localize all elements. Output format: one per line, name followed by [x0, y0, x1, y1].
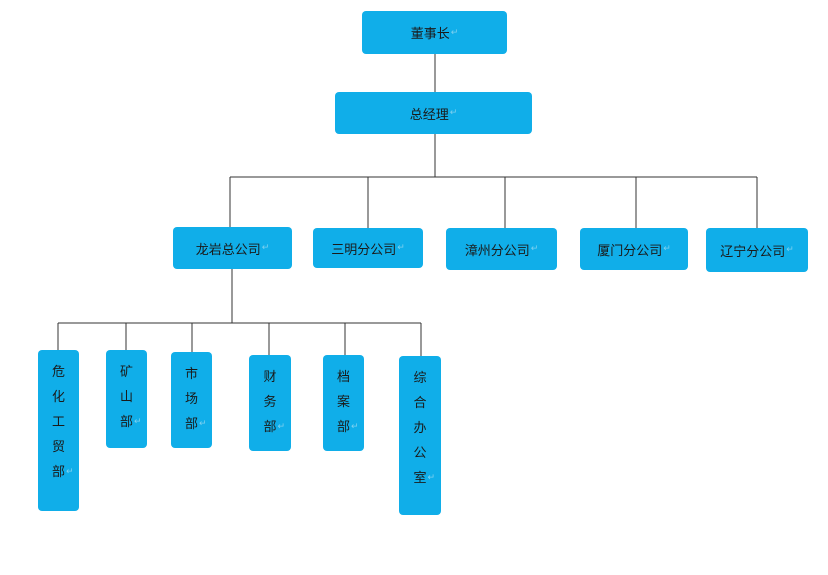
department-label-char: 部↵: [51, 465, 74, 480]
department-label-char: 山: [119, 390, 133, 405]
branch-longyan-box: 龙岩总公司↵: [173, 227, 292, 269]
department-label-char: 化: [51, 390, 65, 405]
dept-general-office-box: 综合办公室↵: [399, 356, 441, 515]
branch-xiamen-label: 厦门分公司: [597, 243, 663, 259]
department-label-char: 办: [413, 421, 427, 436]
department-label: 财务部↵: [263, 365, 286, 440]
branch-longyan-label: 龙岩总公司: [195, 242, 261, 258]
general-manager-box: 总经理↵: [335, 92, 532, 134]
department-label-char: 贸: [51, 440, 65, 455]
branch-liaoning-box: 辽宁分公司↵: [706, 228, 808, 272]
dept-mining-box: 矿山部↵: [106, 350, 147, 448]
department-label-char: 案: [336, 395, 350, 410]
department-label: 市场部↵: [184, 362, 207, 437]
department-label-char: 部↵: [336, 420, 359, 435]
department-label-char: 财: [263, 370, 277, 385]
branch-sanming-label: 三明分公司: [331, 242, 397, 258]
department-label-char: 部↵: [119, 415, 142, 430]
department-label-char: 部↵: [184, 417, 207, 432]
department-label-char: 务: [263, 395, 277, 410]
department-label: 档案部↵: [336, 365, 359, 440]
branch-zhangzhou-box: 漳州分公司↵: [446, 228, 557, 270]
department-label-char: 室↵: [413, 471, 436, 486]
department-label: 综合办公室↵: [413, 366, 436, 491]
branch-xiamen-box: 厦门分公司↵: [580, 228, 688, 270]
department-label-char: 公: [413, 446, 427, 461]
chairman-box: 董事长↵: [362, 11, 507, 54]
dept-hazardous-trade-box: 危化工贸部↵: [38, 350, 79, 511]
department-label-char: 工: [51, 415, 65, 430]
department-label-char: 综: [413, 371, 427, 386]
department-label-char: 档: [336, 370, 350, 385]
general-manager-label: 总经理: [409, 107, 449, 123]
department-label-char: 场: [184, 392, 198, 407]
dept-market-box: 市场部↵: [171, 352, 212, 448]
dept-archives-box: 档案部↵: [323, 355, 364, 451]
dept-finance-box: 财务部↵: [249, 355, 291, 451]
department-label-char: 市: [184, 367, 198, 382]
department-label-char: 矿: [119, 365, 133, 380]
branch-liaoning-label: 辽宁分公司: [720, 244, 786, 260]
department-label: 矿山部↵: [119, 360, 142, 435]
chairman-label: 董事长: [410, 27, 450, 42]
department-label-char: 合: [413, 396, 427, 411]
branch-zhangzhou-label: 漳州分公司: [464, 243, 530, 259]
branch-sanming-box: 三明分公司↵: [313, 228, 423, 268]
department-label-char: 部↵: [263, 420, 286, 435]
department-label: 危化工贸部↵: [51, 360, 74, 485]
department-label-char: 危: [51, 365, 65, 380]
